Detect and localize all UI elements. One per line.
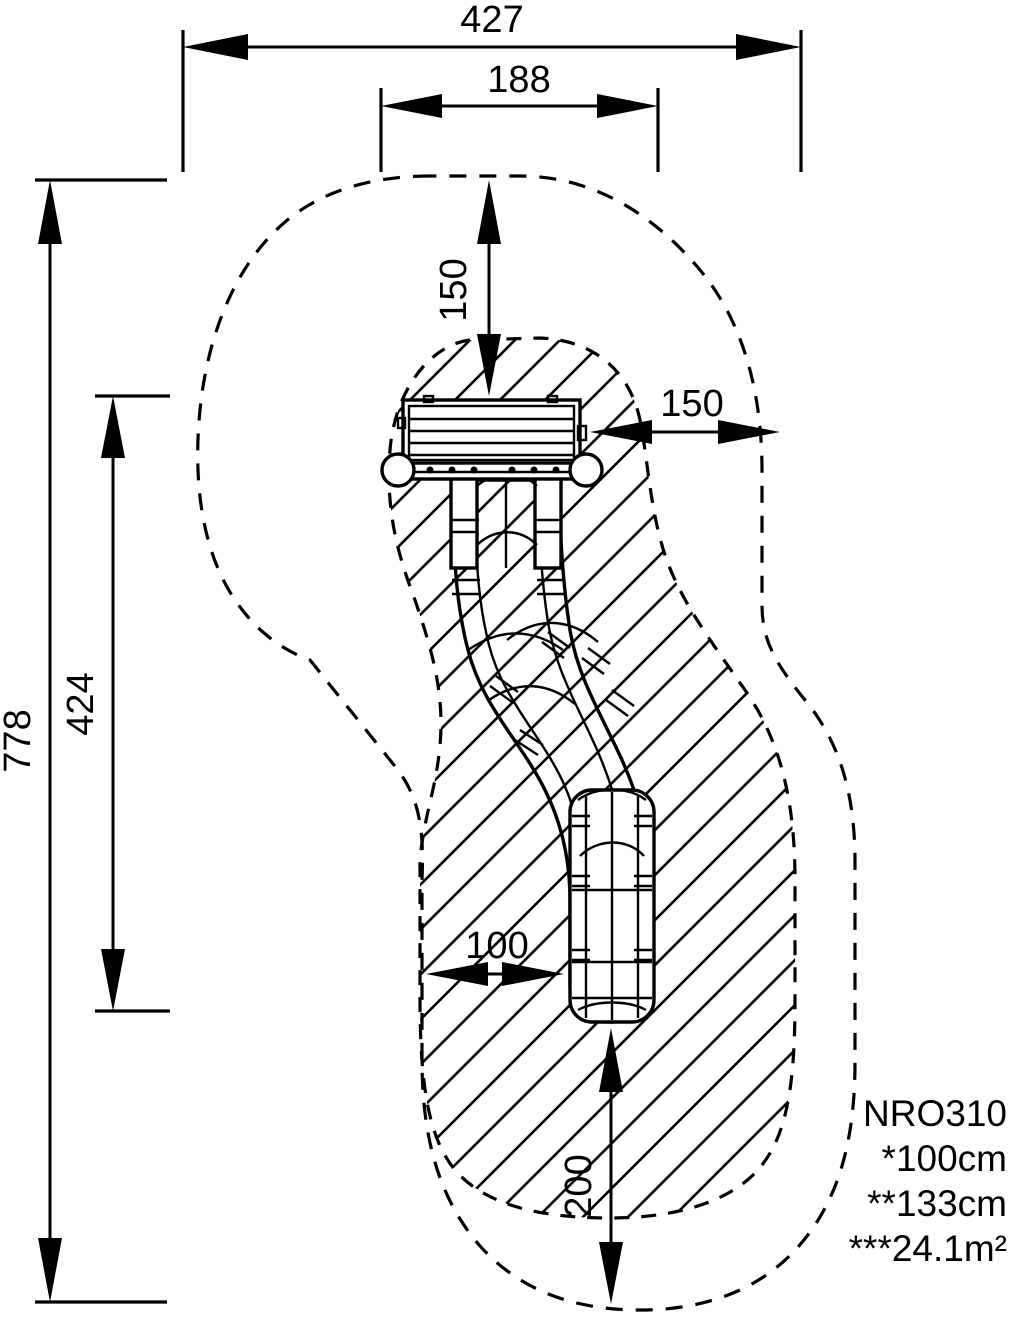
spec-platform-height: **133cm [867, 1183, 1007, 1224]
dimension-label-778: 778 [0, 709, 39, 772]
dimension-label-150-top: 150 [433, 258, 475, 321]
dimension-label-188: 188 [487, 59, 550, 101]
dimension-left-clearance: 100 [426, 925, 564, 986]
spec-fall-height: *100cm [882, 1138, 1007, 1179]
dimension-overall-height: 778 [0, 178, 167, 1304]
dimension-label-427: 427 [460, 0, 523, 41]
dimension-inner-height: 424 [60, 394, 170, 1013]
spec-safety-area: ***24.1m² [849, 1228, 1007, 1269]
dimension-right-clearance: 150 [590, 383, 780, 444]
inner-fall-zone [387, 336, 797, 1220]
dimension-top-clearance: 150 [433, 180, 501, 396]
slide-equipment [380, 394, 656, 1024]
spec-block: NRO310 *100cm **133cm ***24.1m² [849, 1093, 1007, 1269]
dimension-bottom-clearance: 200 [558, 1028, 623, 1304]
dimension-label-150-right: 150 [660, 383, 723, 425]
dimension-label-200: 200 [558, 1154, 600, 1217]
outer-safety-zone-boundary [196, 174, 857, 1312]
dimension-overall-width: 427 [181, 0, 803, 172]
fall-zone-hatching [389, 338, 795, 1218]
spec-model: NRO310 [863, 1093, 1007, 1134]
dimension-inner-width: 188 [379, 59, 660, 172]
slide-exit-section [568, 788, 656, 1024]
dimension-label-424: 424 [60, 672, 102, 735]
dimension-label-100: 100 [465, 925, 528, 967]
slide-top-platform [380, 394, 604, 488]
slide-support-legs [449, 470, 563, 570]
